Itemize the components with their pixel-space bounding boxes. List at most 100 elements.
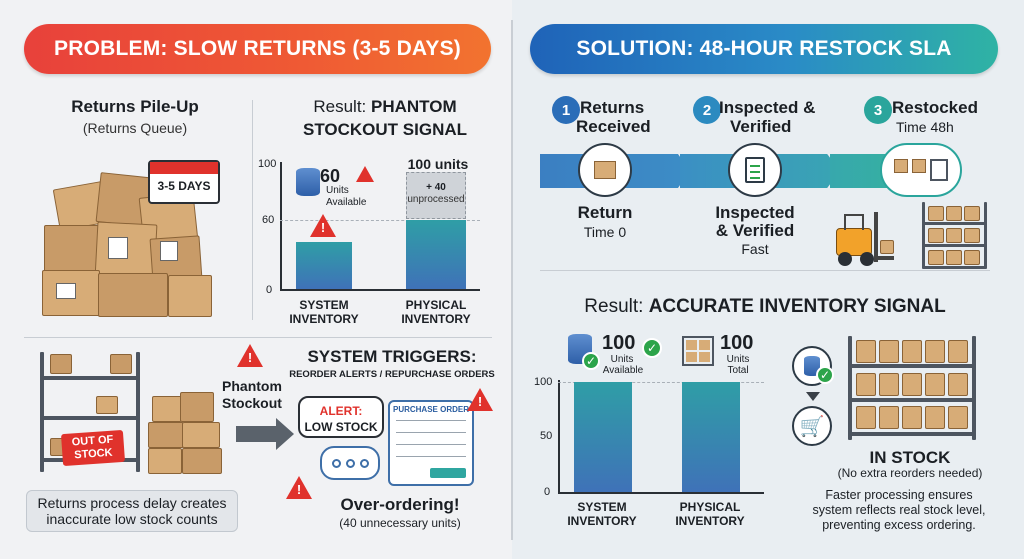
unprocessed-label: + 40 [426, 182, 446, 193]
gridline-60 [280, 220, 480, 221]
faster-note-3: preventing excess ordering. [822, 518, 976, 532]
panel-divider [511, 20, 513, 540]
x-axis-right [558, 492, 764, 494]
faster-note-2: system reflects real stock level, [812, 503, 986, 517]
result-prefix-right: Result: [584, 296, 649, 317]
bar-unprocessed [406, 172, 466, 219]
small-box-pile [148, 386, 228, 476]
horizontal-divider [24, 337, 492, 338]
faster-note: Faster processing ensures system reflect… [786, 488, 1012, 533]
calendar-icon: 3-5 DAYS [148, 160, 220, 204]
database-icon [296, 168, 320, 196]
shelf-icon [682, 336, 714, 366]
overorder-title: Over-ordering! [340, 495, 460, 514]
solution-header: SOLUTION: 48-HOUR RESTOCK SLA [530, 24, 998, 74]
arrow-right-icon [236, 426, 280, 442]
step-3-badge: 3 [864, 96, 892, 124]
out-of-stock-sign: OUT OF STOCK [60, 429, 126, 467]
y-tick-100-right: 100 [534, 376, 553, 388]
in-stock-subtitle: (No extra reorders needed) [837, 466, 983, 480]
forklift-icon [832, 208, 896, 268]
stocked-shelf-large [848, 336, 978, 440]
check-icon-3: ✓ [816, 366, 834, 384]
warning-icon-overorder [286, 476, 312, 499]
triggers-subtitle: REORDER ALERTS / REPURCHASE ORDERS [289, 369, 495, 380]
cat-system-1: SYSTEM [299, 298, 349, 312]
purchase-order-window: PURCHASE ORDER [388, 400, 474, 486]
check-icon-2: ✓ [642, 338, 662, 358]
cat-physical-2: INVENTORY [401, 312, 471, 326]
check-icon: ✓ [582, 352, 600, 370]
system-value-sub: Units Available [326, 185, 367, 208]
step-2-title-1: Inspected & [719, 98, 816, 117]
cat-physical-1-right: PHYSICAL [679, 500, 741, 514]
phantom-label-2: Stockout [222, 395, 282, 411]
cat-system-2-right: INVENTORY [567, 514, 637, 528]
purchase-order-label: PURCHASE ORDER [392, 405, 469, 414]
in-stock-title: IN STOCK [869, 448, 951, 467]
warning-icon-small [356, 166, 374, 182]
triggers-title: SYSTEM TRIGGERS: [307, 347, 477, 366]
step-1-caption-2: Time 0 [583, 224, 627, 240]
physical-value-sub-1: Units [726, 354, 750, 365]
cat-system-2: INVENTORY [289, 312, 359, 326]
delay-note: Returns process delay creates inaccurate… [26, 490, 238, 532]
phantom-result-title: Result: PHANTOM [260, 97, 510, 117]
step-3-title-1: Restocked [892, 98, 978, 117]
stocked-shelf-small [920, 200, 990, 270]
clipboard-icon [728, 143, 782, 197]
phantom-chart: 100 60 0 + 40 unprocessed 100 units 60 U… [258, 152, 498, 332]
bar-physical-inventory-right [682, 382, 740, 492]
alert-bubble: ALERT: LOW STOCK [298, 396, 384, 438]
y-tick-0: 0 [266, 284, 273, 296]
cart-icon: 🛒 [792, 406, 832, 446]
pileup-title: Returns Pile-Up [71, 97, 199, 116]
cat-physical-2-right: INVENTORY [675, 514, 745, 528]
warning-icon-po [467, 388, 493, 411]
accurate-result-title: Result: ACCURATE INVENTORY SIGNAL [530, 296, 1000, 318]
bar-system-inventory [296, 242, 352, 289]
cat-system-1-right: SYSTEM [577, 500, 627, 514]
cat-physical-1: PHYSICAL [405, 298, 467, 312]
alert-label-1: ALERT: [319, 404, 363, 418]
bar-system-inventory-right [574, 382, 632, 492]
section-divider [252, 100, 253, 320]
phantom-result-title-2: STOCKOUT SIGNAL [302, 120, 468, 139]
physical-value-label: 100 units [407, 156, 469, 172]
pileup-subtitle: (Returns Queue) [82, 120, 188, 136]
horizontal-divider-right [540, 270, 990, 271]
step-2-caption-1: Inspected [715, 203, 795, 222]
faster-note-1: Faster processing ensures [825, 488, 973, 502]
restock-icon [880, 143, 962, 197]
delay-note-1: Returns process delay creates [37, 495, 227, 511]
y-tick-50-right: 50 [540, 430, 553, 442]
calendar-label: 3-5 DAYS [157, 179, 211, 193]
y-tick-100: 100 [258, 158, 277, 170]
accurate-chart: 100 50 0 ✓ 100 ✓ Units Available 100 Uni… [530, 328, 770, 533]
gridline-100-right [558, 382, 764, 383]
y-tick-0-right: 0 [544, 486, 551, 498]
result-strong-right: ACCURATE INVENTORY SIGNAL [648, 296, 946, 317]
arrow-down-icon [806, 392, 820, 401]
step-1-title-1: Returns [580, 98, 645, 117]
step-1-badge: 1 [552, 96, 580, 124]
warning-icon-phantom [237, 344, 263, 367]
bar-physical-inventory [406, 220, 466, 289]
overorder-subtitle: (40 unnecessary units) [339, 516, 461, 530]
system-value-sub-2: Available [602, 365, 644, 376]
unprocessed-sub: unprocessed [407, 194, 465, 205]
y-axis-right [558, 380, 560, 493]
phantom-label-1: Phantom [222, 378, 282, 394]
step-3-title-2: Time 48h [896, 119, 954, 135]
result-strong: PHANTOM [371, 97, 457, 116]
physical-value-label-right: 100 [720, 332, 754, 354]
system-value-label-right: 100 [602, 332, 636, 354]
y-axis [280, 162, 282, 290]
step-1-title-2: Received [576, 117, 651, 136]
chat-bubble-icon [320, 446, 380, 480]
result-prefix: Result: [313, 97, 371, 116]
step-2-badge: 2 [693, 96, 721, 124]
returns-pile-illustration [36, 145, 226, 320]
physical-value-sub-2: Total [727, 365, 749, 376]
x-axis [280, 289, 480, 291]
